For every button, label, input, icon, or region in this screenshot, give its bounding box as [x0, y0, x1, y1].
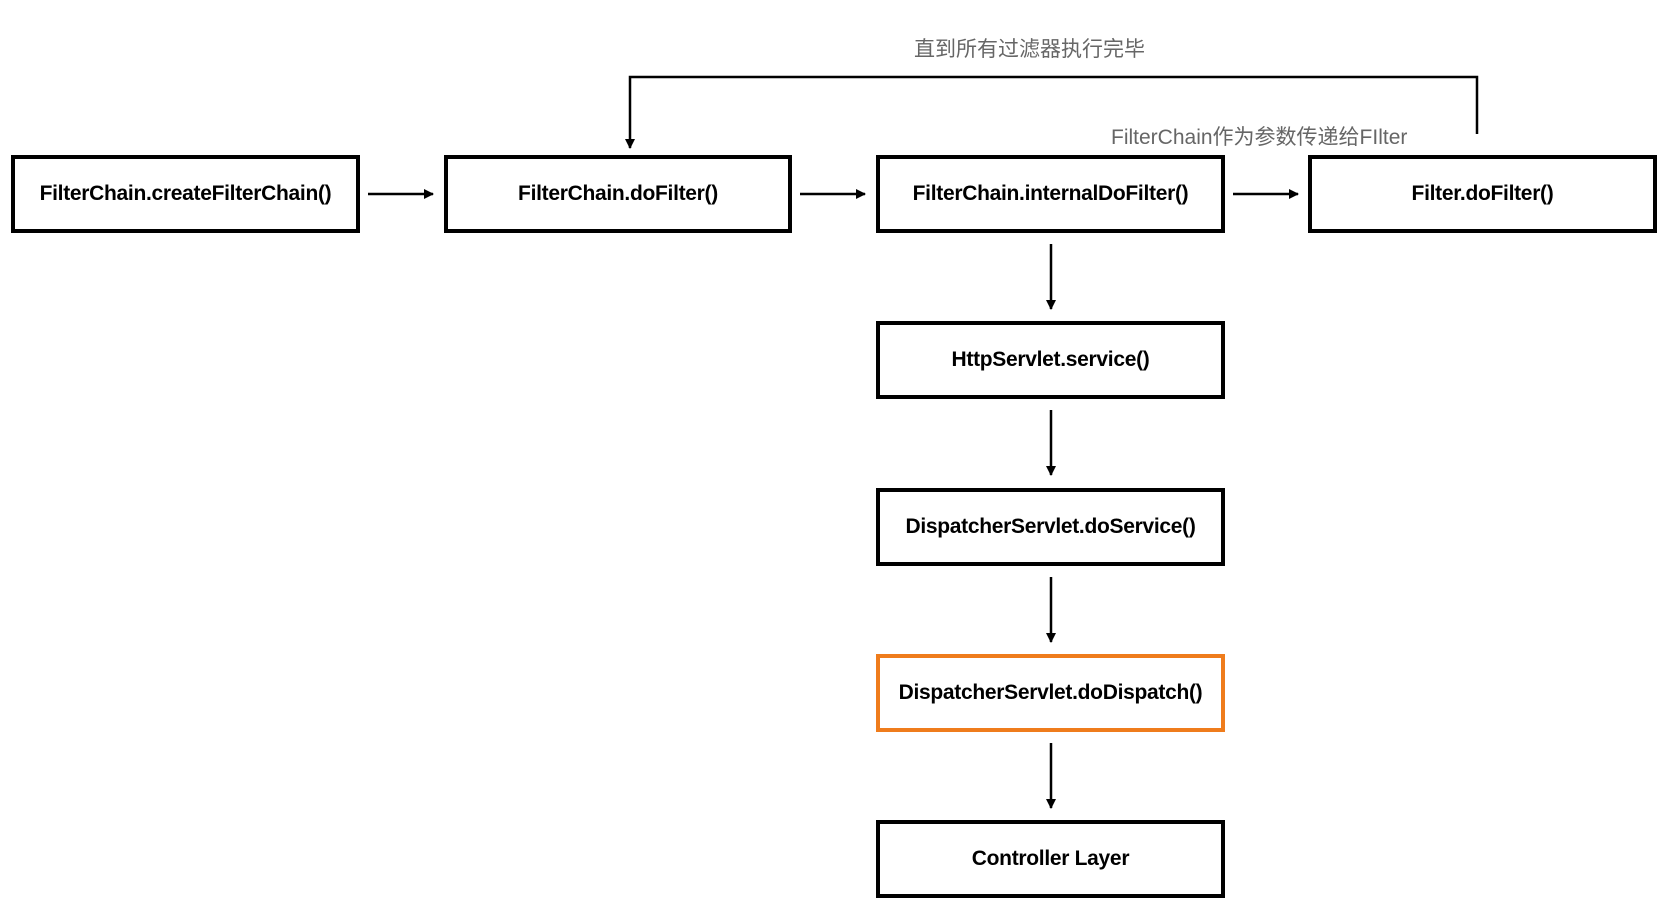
node-internal-dofilter: FilterChain.internalDoFilter() — [876, 155, 1225, 233]
node-filter-dofilter: Filter.doFilter() — [1308, 155, 1657, 233]
loop-label: 直到所有过滤器执行完毕 — [914, 38, 1145, 61]
node-dispatcher-dodispatch: DispatcherServlet.doDispatch() — [876, 654, 1225, 732]
node-httpservlet-service: HttpServlet.service() — [876, 321, 1225, 399]
node-dispatcher-doservice: DispatcherServlet.doService() — [876, 488, 1225, 566]
pass-label: FilterChain作为参数传递给FIlter — [1111, 126, 1408, 149]
node-controller-layer: Controller Layer — [876, 820, 1225, 898]
loop-back-arrow — [625, 75, 1479, 149]
node-filterchain-dofilter: FilterChain.doFilter() — [444, 155, 792, 233]
node-create-filter-chain: FilterChain.createFilterChain() — [11, 155, 360, 233]
